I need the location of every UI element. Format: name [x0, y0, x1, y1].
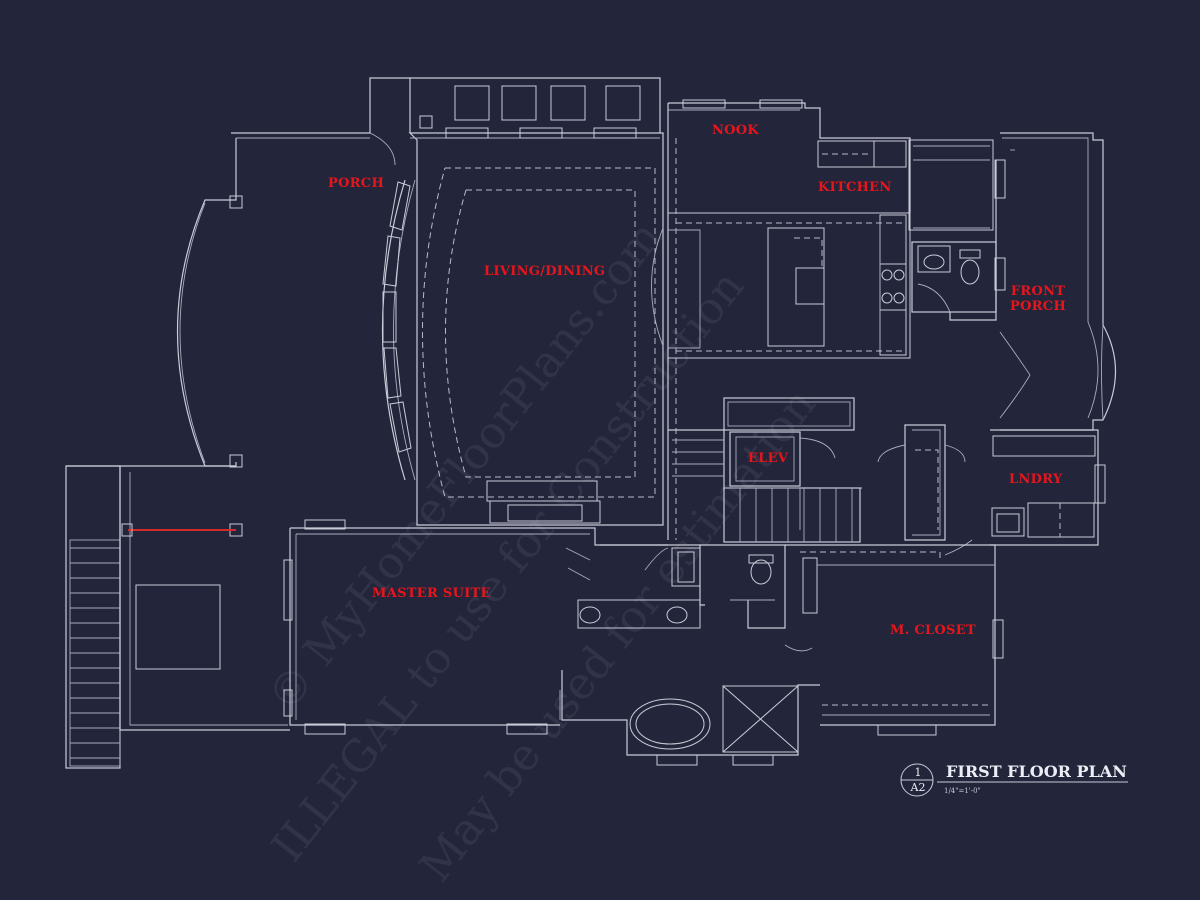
powder-front-porch [911, 132, 1116, 431]
master-bath [561, 544, 820, 766]
room-label-living-dining: LIVING/DINING [484, 264, 606, 279]
room-label-nook: NOOK [712, 123, 760, 138]
room-label-laundry: LNDRY [1009, 472, 1063, 487]
master-closet [785, 544, 1004, 736]
sheet-id: A2 [910, 781, 926, 794]
porch-area [176, 77, 411, 537]
room-label-front-porch-line2: PORCH [1010, 299, 1067, 314]
room-label-master-suite: MASTER SUITE [372, 586, 491, 601]
drawing-scale: 1/4"=1'-0" [944, 787, 981, 795]
laundry-room [877, 424, 1106, 556]
nook-kitchen [651, 99, 994, 540]
section-marker [900, 763, 1128, 797]
master-suite [283, 519, 668, 735]
room-label-elevator: ELEV [748, 451, 789, 466]
drawing-title: FIRST FLOOR PLAN [946, 762, 1127, 781]
drawing-title-block: 1 A2 FIRST FLOOR PLAN 1/4"=1'-0" [898, 760, 1138, 800]
sheet-number: 1 [914, 766, 922, 779]
room-label-front-porch-line1: FRONT [1010, 284, 1066, 299]
deck-stairs [65, 465, 290, 769]
room-label-front-porch: FRONT PORCH [1010, 284, 1066, 314]
room-label-porch: PORCH [328, 176, 385, 191]
room-label-master-closet: M. CLOSET [890, 623, 976, 638]
living-dining-room [381, 77, 664, 526]
room-label-kitchen: KITCHEN [818, 180, 892, 195]
stair-elevator-core [668, 397, 862, 543]
